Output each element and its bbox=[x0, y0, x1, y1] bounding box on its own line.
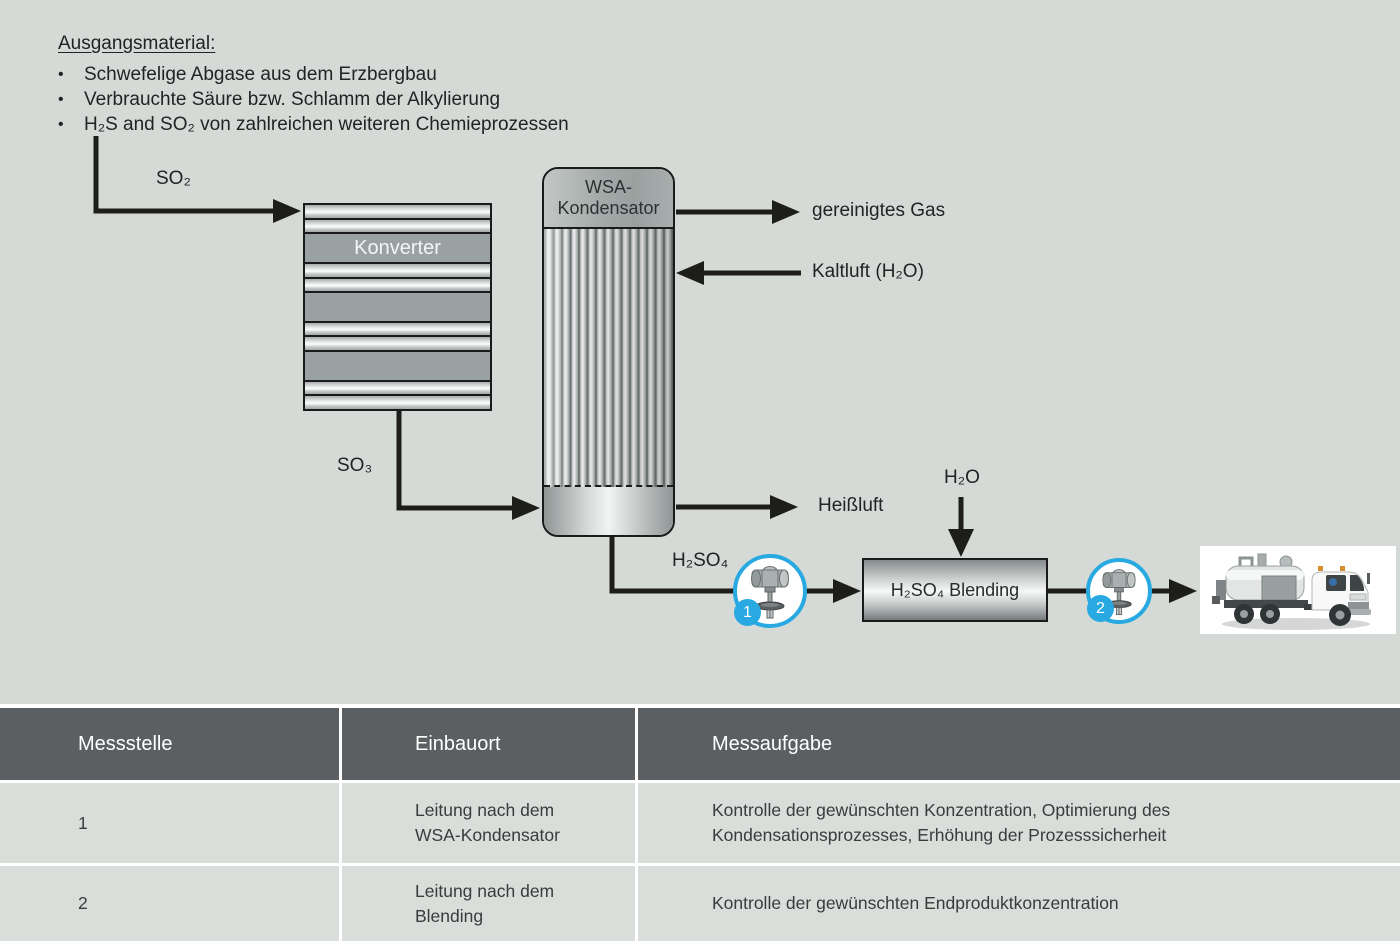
converter-band: Konverter bbox=[305, 232, 490, 262]
measuring-point-badge: 2 bbox=[1087, 595, 1114, 622]
measuring-points-table: Messstelle Einbauort Messaufgabe 1 Leitu… bbox=[0, 704, 1400, 945]
source-material-title: Ausgangsmaterial: bbox=[58, 33, 216, 54]
cell-einbauort: Leitung nach dem Blending bbox=[342, 866, 635, 941]
flow-lines-layer bbox=[93, 136, 1197, 603]
wsa-condenser-label-line1: WSA- bbox=[585, 177, 632, 197]
table-header-row: Messstelle Einbauort Messaufgabe bbox=[0, 708, 1400, 780]
condenser-tube-bundle bbox=[544, 229, 673, 487]
bullet-text: Schwefelige Abgase aus dem Erzbergbau bbox=[84, 64, 437, 85]
wsa-condenser-vessel: WSA- Kondensator bbox=[542, 167, 675, 537]
so2-pipe bbox=[93, 136, 275, 214]
arrowhead bbox=[1169, 579, 1197, 603]
converter-band bbox=[305, 217, 490, 233]
condenser-bottom-cap bbox=[544, 487, 673, 535]
cell-messstelle: 1 bbox=[0, 783, 339, 863]
converter-band bbox=[305, 261, 490, 277]
so3-pipe bbox=[396, 411, 514, 511]
cell-einbauort: Leitung nach dem WSA-Kondensator bbox=[342, 783, 635, 863]
h2so4-label: H₂SO₄ bbox=[672, 550, 729, 571]
tanker-truck-image bbox=[1200, 546, 1396, 634]
source-material-block: Ausgangsmaterial: • Schwefelige Abgase a… bbox=[58, 33, 569, 137]
cell-text: Kontrolle der gewünschten Konzentration,… bbox=[712, 800, 1171, 845]
converter-band bbox=[305, 320, 490, 336]
arrowhead bbox=[770, 495, 798, 519]
converter-band bbox=[305, 350, 490, 380]
converter-label: Konverter bbox=[354, 236, 441, 259]
column-header-messstelle: Messstelle bbox=[0, 708, 339, 780]
h2o-label: H₂O bbox=[944, 467, 980, 488]
cell-messstelle: 2 bbox=[0, 866, 339, 941]
so3-label: SO₃ bbox=[337, 455, 373, 476]
wsa-condenser-label-line2: Kondensator bbox=[557, 198, 660, 218]
density-sensor-icon bbox=[751, 566, 789, 619]
converter-band bbox=[305, 335, 490, 351]
converter-band bbox=[305, 379, 490, 395]
measuring-point-1: 1 bbox=[733, 554, 807, 628]
column-header-messaufgabe: Messaufgabe bbox=[638, 708, 1400, 780]
cell-text: Leitung nach dem WSA-Kondensator bbox=[415, 800, 560, 845]
so2-label: SO₂ bbox=[156, 168, 191, 189]
bullet-icon: • bbox=[58, 91, 64, 108]
blending-unit: H₂SO₄ Blending bbox=[862, 558, 1048, 622]
cold-air-label: Kaltluft (H₂O) bbox=[812, 261, 924, 282]
bullet-item: • Schwefelige Abgase aus dem Erzbergbau bbox=[58, 62, 569, 87]
bullet-icon: • bbox=[58, 66, 64, 83]
measuring-point-badge: 1 bbox=[734, 599, 761, 626]
table-row: 1 Leitung nach dem WSA-Kondensator Kontr… bbox=[0, 783, 1400, 863]
converter-band bbox=[305, 291, 490, 321]
bullet-item: • Verbrauchte Säure bzw. Schlamm der Alk… bbox=[58, 87, 569, 112]
bullet-icon: • bbox=[58, 116, 64, 133]
converter-band bbox=[305, 276, 490, 292]
converter-vessel: Konverter bbox=[303, 203, 492, 411]
cleaned-gas-label: gereinigtes Gas bbox=[812, 200, 946, 221]
bullet-item: • H₂S and SO₂ von zahlreichen weiteren C… bbox=[58, 112, 569, 137]
arrowhead bbox=[772, 200, 800, 224]
arrowhead bbox=[512, 496, 540, 520]
converter-band bbox=[305, 205, 490, 218]
measuring-point-2: 2 bbox=[1086, 558, 1152, 624]
arrowhead bbox=[273, 199, 301, 223]
converter-band bbox=[305, 394, 490, 409]
column-header-einbauort: Einbauort bbox=[342, 708, 635, 780]
wsa-condenser-label: WSA- Kondensator bbox=[544, 169, 673, 229]
table-row: 2 Leitung nach dem Blending Kontrolle de… bbox=[0, 866, 1400, 941]
cell-text: Kontrolle der gewünschten Endproduktkonz… bbox=[712, 893, 1119, 913]
blending-label: H₂SO₄ Blending bbox=[890, 579, 1020, 600]
hot-air-label: Heißluft bbox=[818, 495, 884, 516]
arrowhead bbox=[833, 579, 861, 603]
bullet-text: Verbrauchte Säure bzw. Schlamm der Alkyl… bbox=[84, 89, 501, 110]
cell-messaufgabe: Kontrolle der gewünschten Endproduktkonz… bbox=[638, 866, 1400, 941]
arrowhead bbox=[948, 529, 974, 557]
tanker-truck-icon bbox=[1200, 546, 1396, 634]
bullet-text: H₂S and SO₂ von zahlreichen weiteren Che… bbox=[84, 114, 569, 135]
cell-messaufgabe: Kontrolle der gewünschten Konzentration,… bbox=[638, 783, 1400, 863]
arrowhead bbox=[676, 261, 704, 285]
cell-text: Leitung nach dem Blending bbox=[415, 880, 555, 926]
h2so4-pipe bbox=[609, 535, 734, 594]
